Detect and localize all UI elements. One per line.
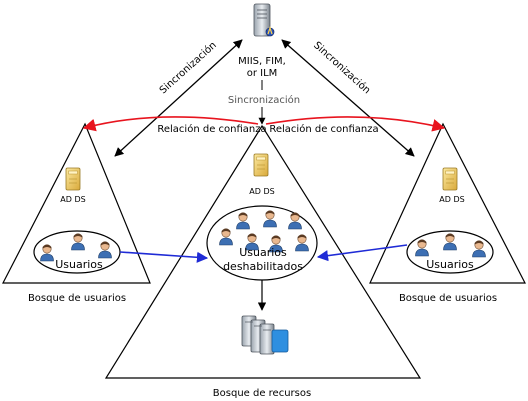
sync-server-icon bbox=[253, 3, 275, 37]
resource-ad-folder-icon bbox=[253, 153, 269, 177]
left-forest-triangle bbox=[2, 122, 151, 284]
trust-arrow-left bbox=[82, 116, 259, 132]
resource-forest-triangle bbox=[104, 124, 422, 379]
right-forest-label: Bosque de usuarios bbox=[399, 293, 497, 304]
left-users-label: Usuarios bbox=[55, 258, 103, 271]
user-link-arrow-left bbox=[119, 251, 209, 263]
trust-right-label: Relación de confianza bbox=[269, 123, 378, 135]
sync-left-label: Sincronización bbox=[157, 39, 219, 96]
right-ad-folder-icon bbox=[442, 167, 458, 191]
resource-ad-label: AD DS bbox=[249, 187, 274, 196]
sync-arrow-left bbox=[114, 39, 243, 157]
left-forest-label: Bosque de usuarios bbox=[28, 293, 126, 304]
right-forest-triangle bbox=[369, 122, 526, 284]
resource-forest-label: Bosque de recursos bbox=[213, 388, 311, 399]
server-sync-label: Sincronización bbox=[228, 94, 300, 106]
sync-arrow-right bbox=[281, 39, 415, 157]
trust-arrow-right bbox=[265, 116, 446, 132]
left-ad-label: AD DS bbox=[60, 195, 85, 204]
disabled-users-label-line1: Usuarios bbox=[239, 246, 287, 259]
resource-servers-icon bbox=[241, 315, 289, 355]
user-link-arrow-right bbox=[316, 244, 408, 262]
right-users-ellipse bbox=[406, 230, 494, 274]
right-ad-label: AD DS bbox=[439, 195, 464, 204]
disabled-users-label-line2: deshabilitados bbox=[223, 260, 303, 273]
server-label-line2: or ILM bbox=[247, 68, 278, 79]
right-users-label: Usuarios bbox=[426, 258, 474, 271]
server-label-line1: MIIS, FIM, bbox=[238, 56, 286, 67]
sync-right-label: Sincronización bbox=[311, 39, 373, 96]
left-ad-folder-icon bbox=[65, 167, 81, 191]
trust-left-label: Relación de confianza bbox=[157, 123, 266, 135]
